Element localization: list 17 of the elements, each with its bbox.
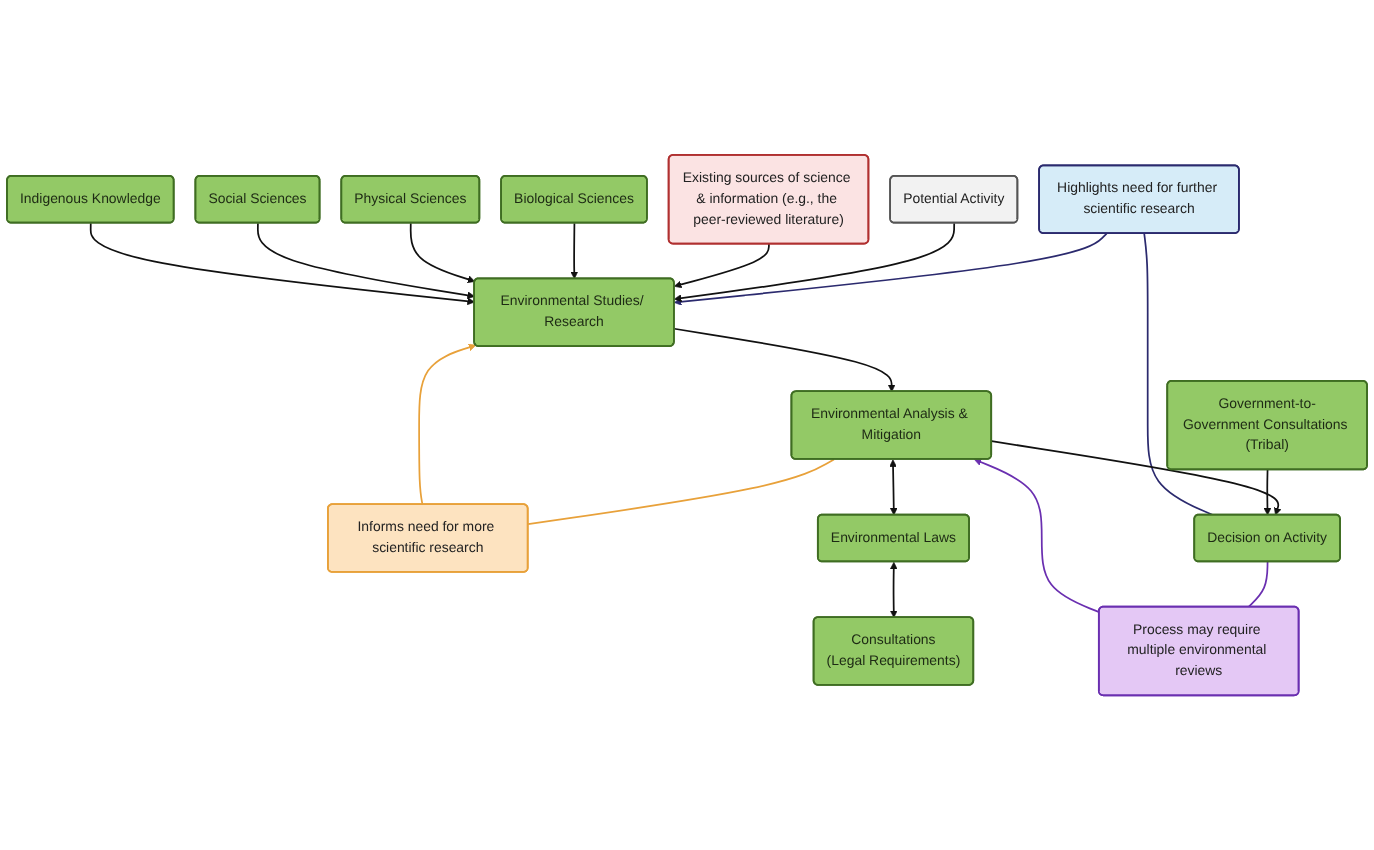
arrow <box>974 458 1101 613</box>
connector <box>1247 560 1269 608</box>
arrow <box>1263 468 1272 516</box>
arrow <box>673 327 896 392</box>
arrow <box>673 232 1108 306</box>
arrow <box>256 222 475 299</box>
arrow <box>889 459 898 516</box>
arrow <box>674 243 770 289</box>
arrow <box>889 561 898 618</box>
connector <box>527 458 835 525</box>
arrow <box>990 440 1282 516</box>
arrow <box>89 222 475 305</box>
arrow <box>570 222 579 279</box>
connector <box>1143 232 1214 516</box>
arrow <box>418 343 477 506</box>
arrow <box>409 222 476 283</box>
arrow <box>673 222 956 302</box>
